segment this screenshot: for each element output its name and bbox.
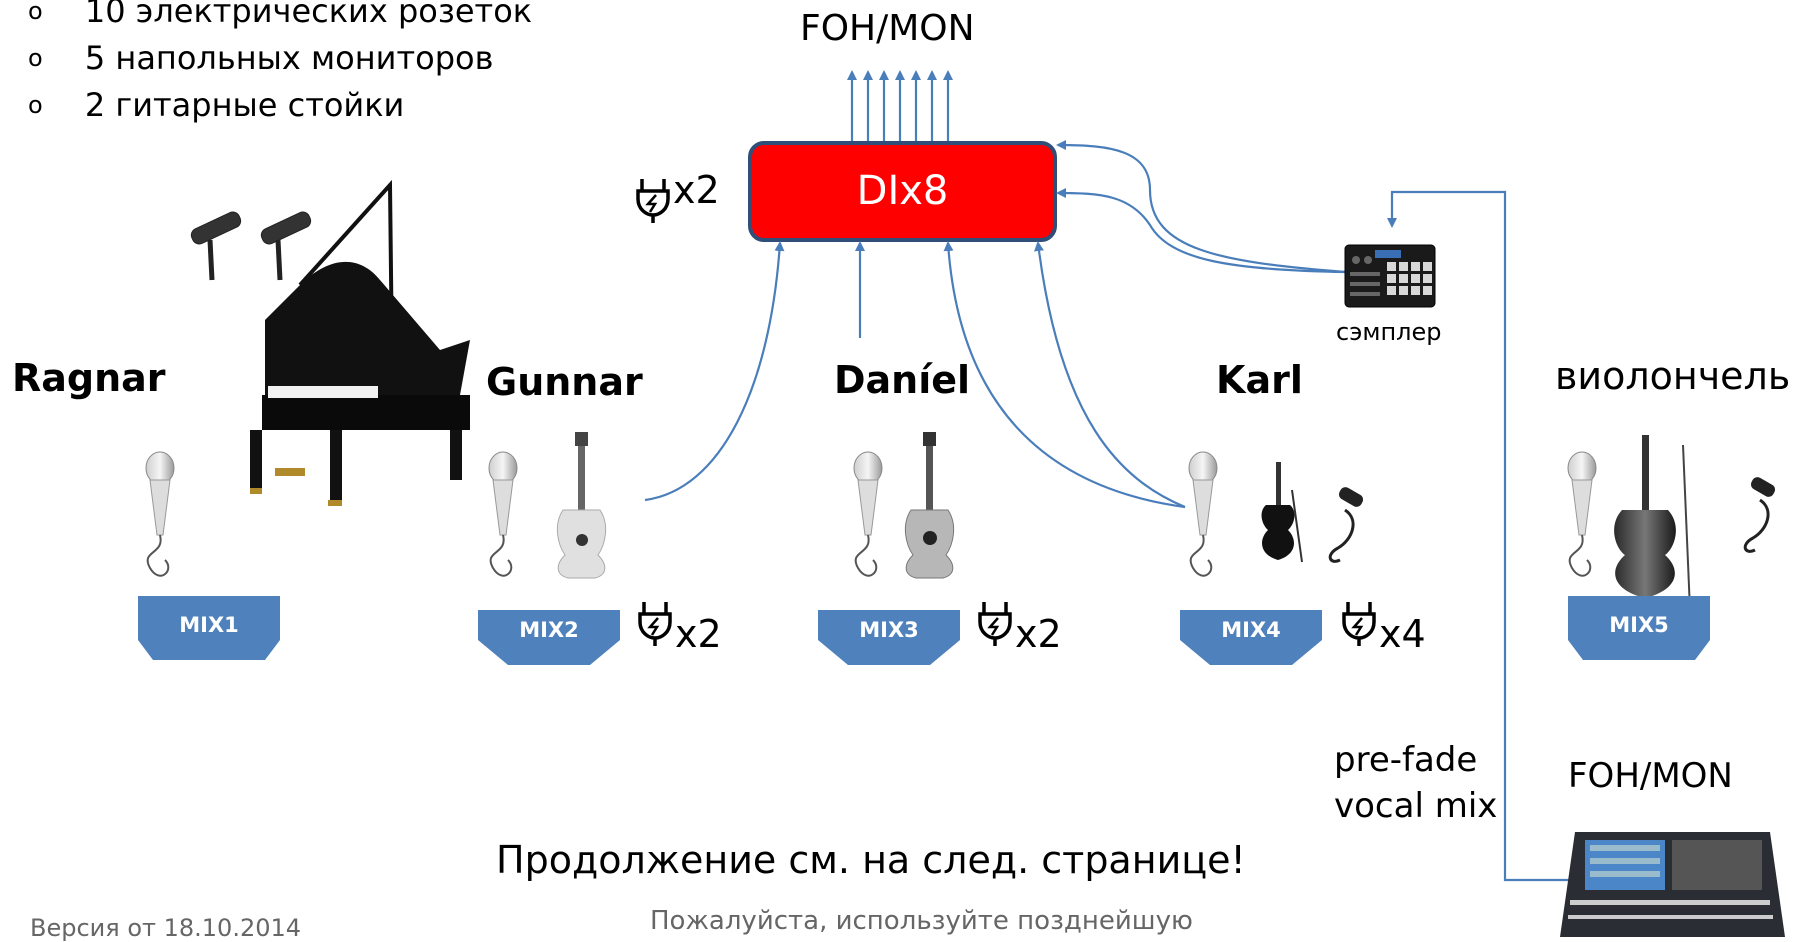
- clip-mic-karl: [1328, 487, 1364, 563]
- mic-daniel: [853, 451, 883, 577]
- output-arrows: [847, 70, 953, 143]
- list-marker: o: [28, 91, 43, 119]
- guitar-daniel: [904, 432, 955, 579]
- mix-wedges: [138, 596, 1710, 665]
- foh-bottom-label: FOH/MON: [1568, 756, 1733, 796]
- power-count-gunnar: x2: [675, 612, 722, 656]
- power-count-daniel: x2: [1015, 612, 1062, 656]
- clip-mic-cello: [1743, 477, 1776, 553]
- power-count-karl: x4: [1379, 612, 1426, 656]
- list-item-2: o 5 напольных мониторов: [28, 39, 493, 77]
- di-box-label: DIx8: [856, 168, 949, 214]
- list-item-1: o 10 электрических розеток: [28, 0, 532, 30]
- list-text: 10 электрических розеток: [84, 0, 533, 30]
- sampler-device: [1344, 244, 1436, 308]
- list-marker: o: [28, 44, 43, 72]
- name-cello: виолончель: [1555, 354, 1791, 398]
- prefade-line-1: pre-fade: [1334, 740, 1478, 780]
- sampler-label: сэмплер: [1336, 318, 1442, 346]
- list-item-3: o 2 гитарные стойки: [28, 86, 404, 124]
- list-text: 5 напольных мониторов: [84, 39, 494, 77]
- violin-karl: [1261, 462, 1303, 563]
- guitar-gunnar: [556, 432, 607, 579]
- di-box: [748, 141, 1057, 242]
- box-power-count: x2: [673, 168, 720, 212]
- name-gunnar: Gunnar: [486, 360, 643, 404]
- mic-ragnar: [145, 451, 175, 577]
- list-text: 2 гитарные стойки: [84, 86, 405, 124]
- mix-label-2: MIX2: [519, 618, 579, 642]
- power-icons: [636, 179, 1376, 646]
- name-ragnar: Ragnar: [12, 356, 166, 400]
- piano-image: [250, 179, 470, 506]
- mix-label-5: MIX5: [1609, 613, 1669, 637]
- footer-note: Пожалуйста, используйте позднейшую: [650, 906, 1193, 936]
- prefade-line-2: vocal mix: [1334, 786, 1498, 826]
- cello: [1614, 435, 1691, 612]
- mix-label-4: MIX4: [1221, 618, 1281, 642]
- mic-gunnar: [488, 451, 518, 577]
- continue-note: Продолжение см. на след. странице!: [496, 838, 1246, 882]
- mix-label-3: MIX3: [859, 618, 919, 642]
- name-daniel: Daníel: [834, 358, 971, 402]
- input-arrows: [644, 140, 1580, 882]
- overhead-mics: [190, 211, 312, 281]
- foh-console: [1560, 832, 1785, 937]
- name-karl: Karl: [1216, 358, 1303, 402]
- version-note: Версия от 18.10.2014: [30, 914, 302, 942]
- mix-label-1: MIX1: [179, 613, 239, 637]
- mic-cello: [1567, 451, 1597, 577]
- list-marker: o: [28, 0, 43, 25]
- foh-top-label: FOH/MON: [800, 8, 975, 49]
- mic-karl: [1188, 451, 1218, 577]
